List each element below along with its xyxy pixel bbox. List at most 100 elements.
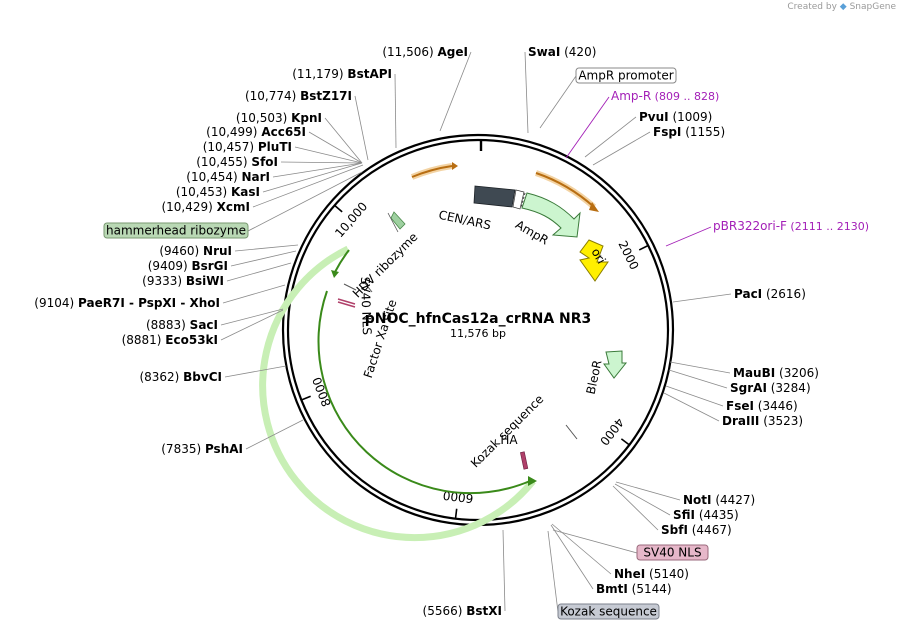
factor-xa-mark (343, 283, 357, 291)
ruler-tick-label-1: 4000 (597, 415, 627, 448)
site-pos-bbvci: (8362) (139, 370, 183, 384)
site-label-paci: PacI (2616) (734, 287, 806, 301)
site-label-nrui: (9460) NruI (159, 244, 232, 258)
site-name-nhei: NheI (614, 567, 645, 581)
primer-name-pbr322: pBR322ori-F (713, 219, 787, 233)
primer-leader-amp-r (565, 96, 610, 159)
site-name-sfii: SfiI (673, 508, 695, 522)
site-label-acc65i: (10,499) Acc65I (206, 125, 306, 139)
site-pos-bstxi: (5566) (423, 604, 467, 618)
boxed-label-hammerhead-ribozyme: hammerhead ribozyme (103, 222, 249, 239)
site-leader-nari (272, 162, 363, 178)
boxed-label-bg-kozak-outer (557, 603, 660, 620)
feature-label-kozak-in: Kozak sequence (468, 392, 546, 470)
site-label-bstxi: (5566) BstXI (423, 604, 502, 618)
site-leader-eco53ki (220, 309, 284, 341)
ruler-tick-0 (638, 244, 649, 251)
feature-label-sv40-nls-in: SV40 NLS (358, 277, 374, 336)
promoter-block (512, 189, 525, 210)
site-pos-sfoi: (10,455) (196, 155, 251, 169)
site-leader-fspi (592, 131, 651, 166)
feature-arcs (259, 162, 628, 542)
site-label-swai: SwaI (420) (528, 45, 596, 59)
primer-label-amp-r: Amp-R (809 .. 828) (611, 89, 719, 103)
cen-ars-block (473, 185, 516, 208)
credit-prefix: Created by (787, 2, 837, 12)
boxed-label-sv40-nls-outer: SV40 NLS (636, 544, 709, 561)
site-pos-maubi: (3206) (775, 366, 819, 380)
site-leader-kasi (262, 162, 363, 193)
site-name-bstz17i: BstZ17I (300, 89, 352, 103)
site-name-sfoi: SfoI (251, 155, 278, 169)
site-label-xhoi: (9104) PaeR7I - PspXI - XhoI (34, 296, 220, 310)
site-pos-nrui: (9460) (159, 244, 203, 258)
site-label-sfoi: (10,455) SfoI (196, 155, 278, 169)
boxed-label-bg-sv40-nls-outer (636, 544, 709, 561)
site-label-eco53ki: (8881) Eco53kI (122, 333, 218, 347)
site-leader-bstxi (502, 529, 506, 612)
boxed-label-bg-ampr-promoter (575, 67, 677, 84)
site-name-draiii: DraIII (722, 414, 759, 428)
site-leader-noti (615, 481, 681, 501)
ruler-tick-3 (301, 395, 311, 401)
boxed-leader-ampr-promoter (539, 75, 577, 129)
site-name-acc65i: Acc65I (261, 125, 306, 139)
site-label-bsrgi: (9409) BsrGI (148, 259, 228, 273)
site-label-bstz17i: (10,774) BstZ17I (245, 89, 352, 103)
site-label-sfii: SfiI (4435) (673, 508, 739, 522)
site-leader-pshai (245, 419, 304, 450)
site-leader-bstz17i (354, 95, 369, 161)
site-label-sbfi: SbfI (4467) (661, 523, 732, 537)
leader-lines (220, 51, 732, 613)
site-name-nrui: NruI (203, 244, 232, 258)
site-pos-sfii: (4435) (695, 508, 739, 522)
primer-pos-amp-r: (809 .. 828) (651, 90, 719, 103)
site-label-draiii: DraIII (3523) (722, 414, 803, 428)
cas12a-arc-halo (259, 245, 536, 542)
site-name-bmti: BmtI (596, 582, 628, 596)
site-label-fsei: FseI (3446) (726, 399, 798, 413)
ori-arrow (579, 239, 609, 282)
site-name-eco53ki: Eco53kI (165, 333, 218, 347)
site-leader-xcmi (252, 164, 364, 208)
primer-labels: Amp-R (809 .. 828)pBR322ori-F (2111 .. 2… (611, 89, 869, 233)
bleor-arrow (603, 350, 628, 379)
feature-label-ori: ori (588, 246, 608, 267)
site-label-pshai: (7835) PshAI (161, 442, 243, 456)
site-pos-pshai: (7835) (161, 442, 205, 456)
site-label-nhei: NheI (5140) (614, 567, 689, 581)
kozak-mark (565, 424, 578, 440)
site-name-maubi: MauBI (733, 366, 775, 380)
ruler-tick-1 (620, 438, 630, 446)
orange-arc-2-core (535, 172, 595, 208)
site-name-nari: NarI (241, 170, 270, 184)
site-pos-swai: (420) (560, 45, 596, 59)
site-leader-bbvci (224, 365, 287, 378)
site-pos-noti: (4427) (712, 493, 756, 507)
site-name-noti: NotI (683, 493, 712, 507)
site-leader-xhoi (222, 284, 286, 304)
site-pos-pluti: (10,457) (203, 140, 258, 154)
site-name-agei: AgeI (438, 45, 468, 59)
orange-arc-1-core (411, 165, 453, 178)
site-leader-sbfi (612, 485, 659, 531)
site-label-bsiwi: (9333) BsiWI (142, 274, 224, 288)
site-name-kasi: KasI (231, 185, 260, 199)
hdv-marker (390, 211, 406, 230)
site-leader-maubi (669, 361, 731, 374)
site-label-sgrai: SgrAI (3284) (730, 381, 811, 395)
site-label-noti: NotI (4427) (683, 493, 755, 507)
site-name-saci: SacI (190, 318, 218, 332)
site-leader-agei (439, 51, 472, 132)
boxed-label-kozak-outer: Kozak sequence (557, 603, 660, 620)
boxed-label-bg-hammerhead-ribozyme (103, 222, 249, 239)
site-pos-sgrai: (3284) (767, 381, 811, 395)
site-pos-kasi: (10,453) (176, 185, 231, 199)
site-pos-fspi: (1155) (681, 125, 725, 139)
site-leader-fsei (665, 385, 724, 407)
orange-arc-1-head (452, 162, 458, 170)
site-name-fsei: FseI (726, 399, 754, 413)
site-pos-saci: (8883) (146, 318, 190, 332)
orange-arc-2-head (589, 202, 599, 212)
